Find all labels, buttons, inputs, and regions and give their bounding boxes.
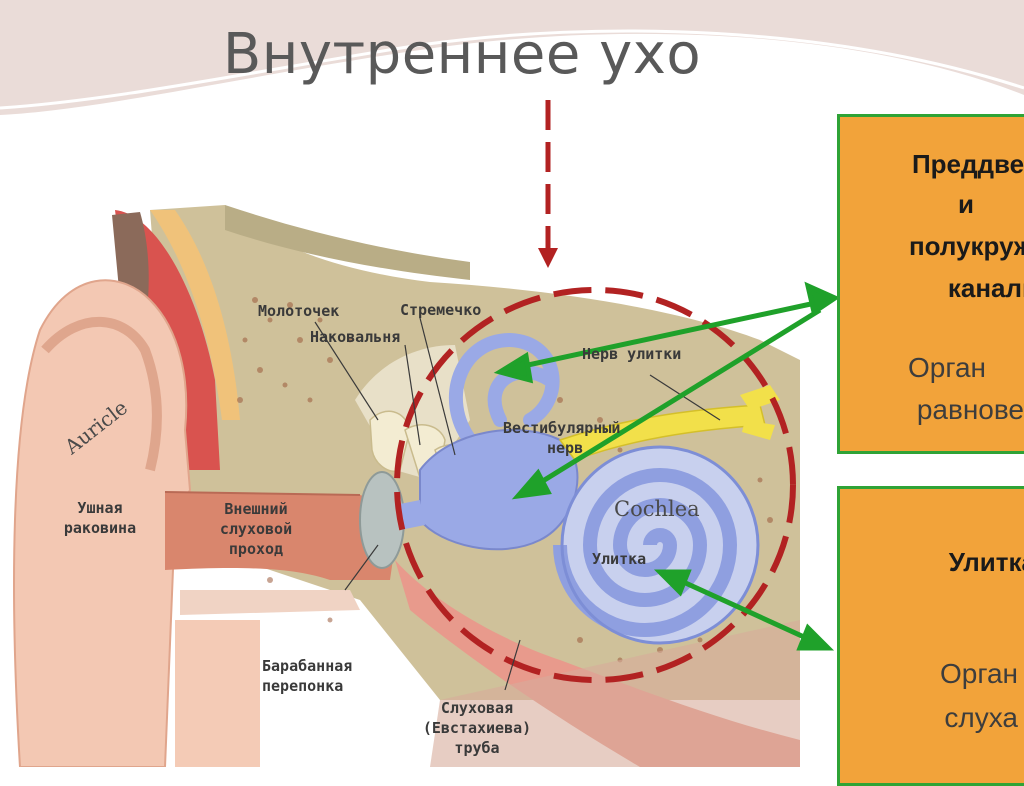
semicircular-canals xyxy=(448,332,560,447)
ear-diagram xyxy=(0,0,1024,767)
cochlea xyxy=(553,445,760,645)
vestibule-panel-line4: каналь xyxy=(947,273,1024,303)
inner-ear-highlight xyxy=(394,287,796,683)
slide-title: Внутреннее ухо xyxy=(222,22,702,87)
vestibular-nerve-label: Вестибулярный нерв xyxy=(503,419,621,457)
vestibule-panel-line3: полукружн xyxy=(908,231,1024,261)
vestibular-nerve xyxy=(558,404,766,461)
eustachian-label: Слуховая (Евстахиева) труба xyxy=(422,699,532,757)
stapes-label: Стремечко xyxy=(400,301,482,319)
green-arrows xyxy=(493,281,841,651)
cochlea-en-label: Cochlea xyxy=(614,497,700,521)
vestibule-panel: Преддвер и полукружн каналь Орган равнов… xyxy=(837,114,1024,454)
incus-label: Наковальня xyxy=(310,328,401,346)
vestibule-panel-sub1: Орган xyxy=(908,352,986,383)
cochlea-label: Улитка xyxy=(592,550,647,568)
vestibule-panel-line1: Преддвер xyxy=(911,149,1024,179)
vestibule xyxy=(419,429,579,551)
cochlea-panel: Улитка Орган слуха xyxy=(837,486,1024,786)
auricle-label: Ушная раковина xyxy=(63,499,137,537)
cochlea-panel-sub2: слуха xyxy=(944,702,1018,733)
ear-canal xyxy=(165,492,395,580)
malleus-label: Молоточек xyxy=(258,302,340,320)
vestibule-panel-line2: и xyxy=(958,189,974,219)
title-pointer-arrow xyxy=(538,100,558,268)
auricle-shape xyxy=(13,279,192,767)
header-wave xyxy=(0,0,1024,115)
cochlea-panel-sub1: Орган xyxy=(940,658,1018,689)
cochlea-panel-title: Улитка xyxy=(948,547,1024,577)
vestibule-panel-sub2: равновес xyxy=(916,394,1024,425)
eardrum-label: Барабанная перепонка xyxy=(262,657,353,695)
cochlear-nerve-label: Нерв улитки xyxy=(582,345,682,363)
external-canal-label: Внешний слуховой проход xyxy=(219,500,293,558)
